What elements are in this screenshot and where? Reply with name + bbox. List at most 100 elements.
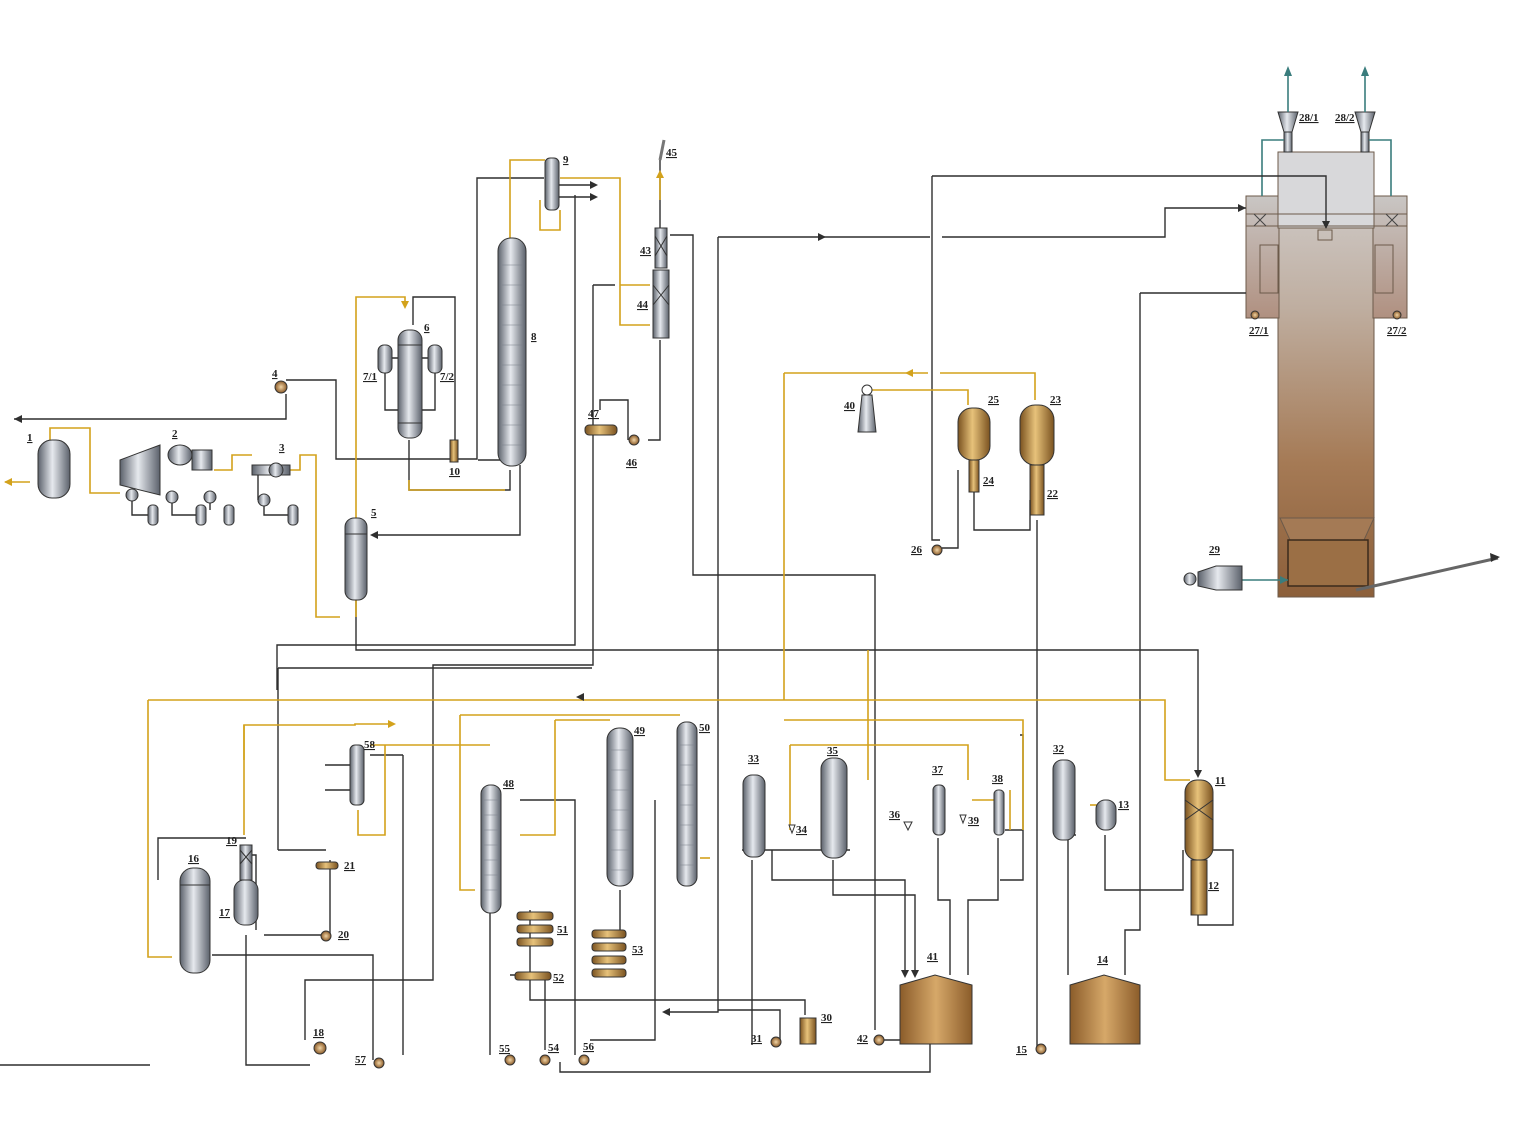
cyclone-icon [788,814,967,835]
pump-icon [628,434,640,446]
furnace-firebox [1287,539,1369,587]
heat-exchanger-icon [514,911,554,981]
tank-icon [1069,974,1141,1045]
column-icon [606,727,634,887]
heat-exchanger-icon [993,789,1005,836]
cyclone-28-2 [1354,66,1376,153]
vessel-icon [37,439,71,499]
column-icon [652,227,670,339]
heat-exchanger-icon [325,744,365,806]
pump-icon [504,1054,516,1066]
pump-icon [320,930,332,942]
label-57: 57 [355,1054,367,1066]
label-43: 43 [640,245,652,257]
label-36: 36 [889,809,901,821]
label-28-2: 28/2 [1335,112,1355,124]
label-1: 1 [27,432,33,444]
label-32: 32 [1053,743,1065,755]
label-56: 56 [583,1041,595,1053]
furnace-right-wing [1372,195,1408,319]
pump-icon [578,1054,590,1066]
column-icon [233,844,259,926]
label-38: 38 [992,773,1004,785]
label-42: 42 [857,1033,869,1045]
label-6: 6 [424,322,430,334]
label-24: 24 [983,475,995,487]
column-icon [480,784,502,914]
label-35: 35 [827,745,839,757]
label-2: 2 [172,428,178,440]
label-30: 30 [821,1012,833,1024]
label-10: 10 [449,466,461,478]
heat-exchanger-icon [932,784,946,836]
label-5: 5 [371,507,377,519]
label-16: 16 [188,853,200,865]
fan-icon [1183,565,1243,591]
compressor-icon [119,444,235,526]
heat-exchanger-icon [344,517,368,601]
label-25: 25 [988,394,1000,406]
label-3: 3 [279,442,285,454]
label-29: 29 [1209,544,1221,556]
heat-exchanger-icon [449,439,459,463]
pump-icon [873,1034,885,1046]
heat-exchanger-icon [315,861,339,870]
label-28-1: 28/1 [1299,112,1319,124]
label-7-2: 7/2 [440,371,455,383]
column-icon [377,329,443,439]
label-34: 34 [796,824,808,836]
label-9: 9 [563,154,569,166]
label-21: 21 [344,860,355,872]
heat-exchanger-icon [544,157,598,211]
label-51: 51 [557,924,568,936]
label-45: 45 [666,147,678,159]
compressor-icon [251,462,299,526]
label-26: 26 [911,544,923,556]
label-52: 52 [553,972,565,984]
label-22: 22 [1047,488,1059,500]
label-20: 20 [338,929,350,941]
label-47: 47 [588,408,600,420]
label-55: 55 [499,1043,511,1055]
tank-icon [899,974,973,1045]
pump-icon [1035,1043,1047,1055]
pump-icon [313,1041,327,1055]
heat-exchanger-icon [742,774,766,858]
furnace-left-wing [1245,195,1280,319]
cyclone-28-1 [1277,66,1299,153]
equipment-labels: 1 2 3 4 5 6 7/1 7/2 8 9 10 11 12 13 14 1… [27,112,1407,1066]
vessel-icon [799,1017,817,1045]
label-7-1: 7/1 [363,371,377,383]
label-37: 37 [932,764,944,776]
label-31: 31 [751,1033,762,1045]
flare-icon [658,139,666,161]
vessel-icon [1019,404,1055,516]
label-49: 49 [634,725,646,737]
vessel-icon [957,407,991,493]
column-icon [1184,779,1214,916]
label-33: 33 [748,753,760,765]
label-54: 54 [548,1042,560,1054]
label-27-1: 27/1 [1249,325,1269,337]
label-14: 14 [1097,954,1109,966]
label-13: 13 [1118,799,1130,811]
pump-icon [373,1057,385,1069]
label-53: 53 [632,944,644,956]
label-18: 18 [313,1027,325,1039]
cyclone-icon [857,384,877,433]
heat-exchanger-icon [1052,759,1076,841]
pump-icon [931,544,943,556]
heat-exchanger-icon [584,424,618,436]
label-11: 11 [1215,775,1225,787]
label-40: 40 [844,400,856,412]
label-17: 17 [219,907,231,919]
label-15: 15 [1016,1044,1028,1056]
label-27-2: 27/2 [1387,325,1407,337]
label-23: 23 [1050,394,1062,406]
label-4: 4 [272,368,278,380]
pump-icon [770,1036,782,1048]
pump-icon [539,1054,551,1066]
vessel-icon [1095,799,1117,831]
utility-lines [4,159,1190,958]
